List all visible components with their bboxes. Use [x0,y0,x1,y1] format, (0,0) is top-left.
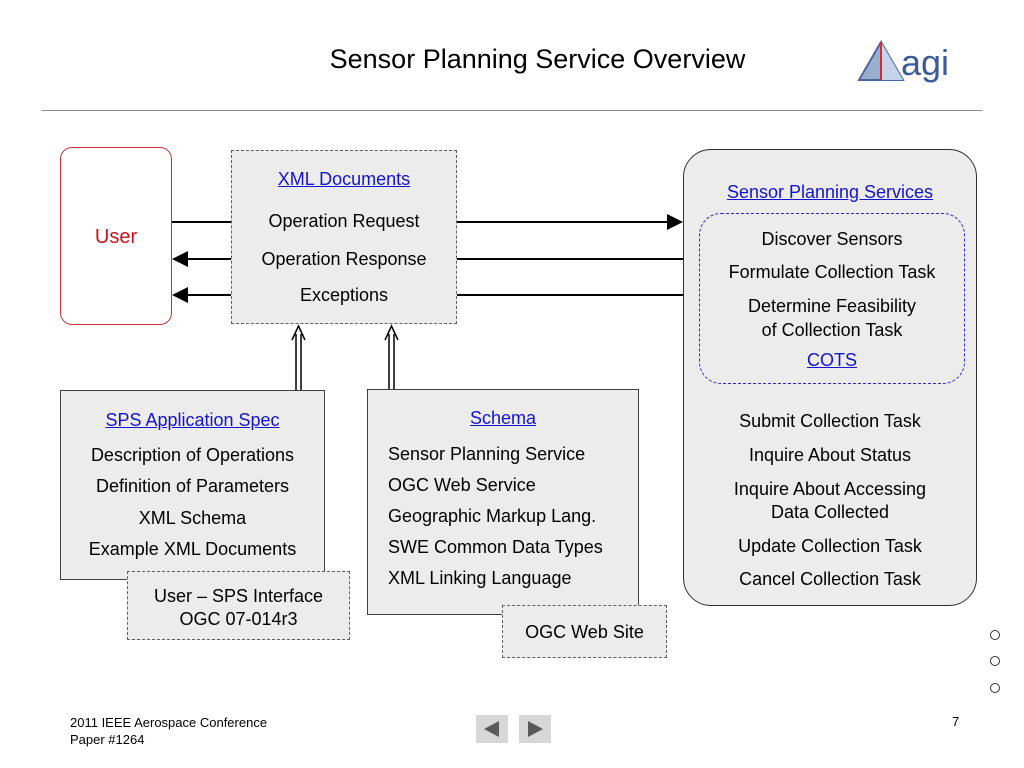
xml-item-exceptions: Exceptions [299,285,389,305]
xml-item-operation-request: Operation Request [268,211,420,231]
cots-box: Discover Sensors Formulate Collection Ta… [699,213,965,384]
footer-conference: 2011 IEEE Aerospace Conference [70,715,268,730]
xml-documents-link[interactable]: XML Documents [277,169,411,189]
user-box: User [60,147,172,325]
page-number: 7 [952,714,960,729]
sps-item-submit: Submit Collection Task [739,411,921,431]
sensor-planning-services-box: Sensor Planning Services Submit Collecti… [683,149,977,606]
spec-item-description: Description of Operations [90,445,295,465]
slide-title: Sensor Planning Service Overview [329,44,746,74]
spec-to-xml-arrow [291,324,306,390]
user-label: User [94,226,138,248]
sps-item-inquire-status: Inquire About Status [748,445,912,465]
schema-item-ows: OGC Web Service [388,475,536,495]
sensor-planning-services-link[interactable]: Sensor Planning Services [726,182,934,202]
triangle-left-icon [484,721,499,737]
cots-item-discover: Discover Sensors [761,229,903,249]
sps-application-spec-link[interactable]: SPS Application Spec [105,410,280,430]
cots-item-formulate: Formulate Collection Task [728,262,936,282]
ogc-web-site-label: OGC Web Site [525,622,644,642]
sps-item-update: Update Collection Task [738,536,922,556]
xml-documents-box: XML Documents Operation Request Operatio… [231,150,457,324]
interface-doc-title: User – SPS Interface [153,586,324,606]
circle-icon [990,656,1000,666]
spec-item-definition: Definition of Parameters [95,476,290,496]
cots-link[interactable]: COTS [806,350,857,370]
spec-item-examples: Example XML Documents [88,539,297,559]
sps-application-spec-box: SPS Application Spec Description of Oper… [60,390,325,580]
circle-icon [990,630,1000,640]
triangle-right-icon [528,721,543,737]
cots-item-determine: Determine Feasibility [747,296,917,316]
next-slide-button[interactable] [519,715,551,743]
interface-doc-number: OGC 07-014r3 [179,609,298,629]
footer: 2011 IEEE Aerospace Conference Paper #12… [70,714,267,748]
cots-item-of-collection-task: of Collection Task [761,320,903,340]
sps-item-cancel: Cancel Collection Task [739,569,921,589]
title-divider [42,110,982,111]
ogc-web-site-box: OGC Web Site [502,605,667,658]
previous-slide-button[interactable] [476,715,508,743]
spec-item-xml-schema: XML Schema [138,508,247,528]
schema-box: Schema Sensor Planning Service OGC Web S… [367,389,639,615]
schema-item-gml: Geographic Markup Lang. [388,506,597,526]
footer-paper: Paper #1264 [70,732,145,747]
xml-item-operation-response: Operation Response [261,249,427,269]
schema-link[interactable]: Schema [469,408,537,428]
agi-logo: agi [857,40,949,83]
schema-to-xml-arrow [384,324,399,389]
sps-item-data-collected: Data Collected [770,502,890,522]
sps-item-inquire-accessing: Inquire About Accessing [733,479,927,499]
schema-item-swe: SWE Common Data Types [388,537,603,557]
schema-item-sps: Sensor Planning Service [388,444,586,464]
svg-text:agi: agi [901,42,949,83]
interface-document-box: User – SPS Interface OGC 07-014r3 [127,571,350,640]
schema-item-xlink: XML Linking Language [388,568,572,588]
circle-icon [990,683,1000,693]
